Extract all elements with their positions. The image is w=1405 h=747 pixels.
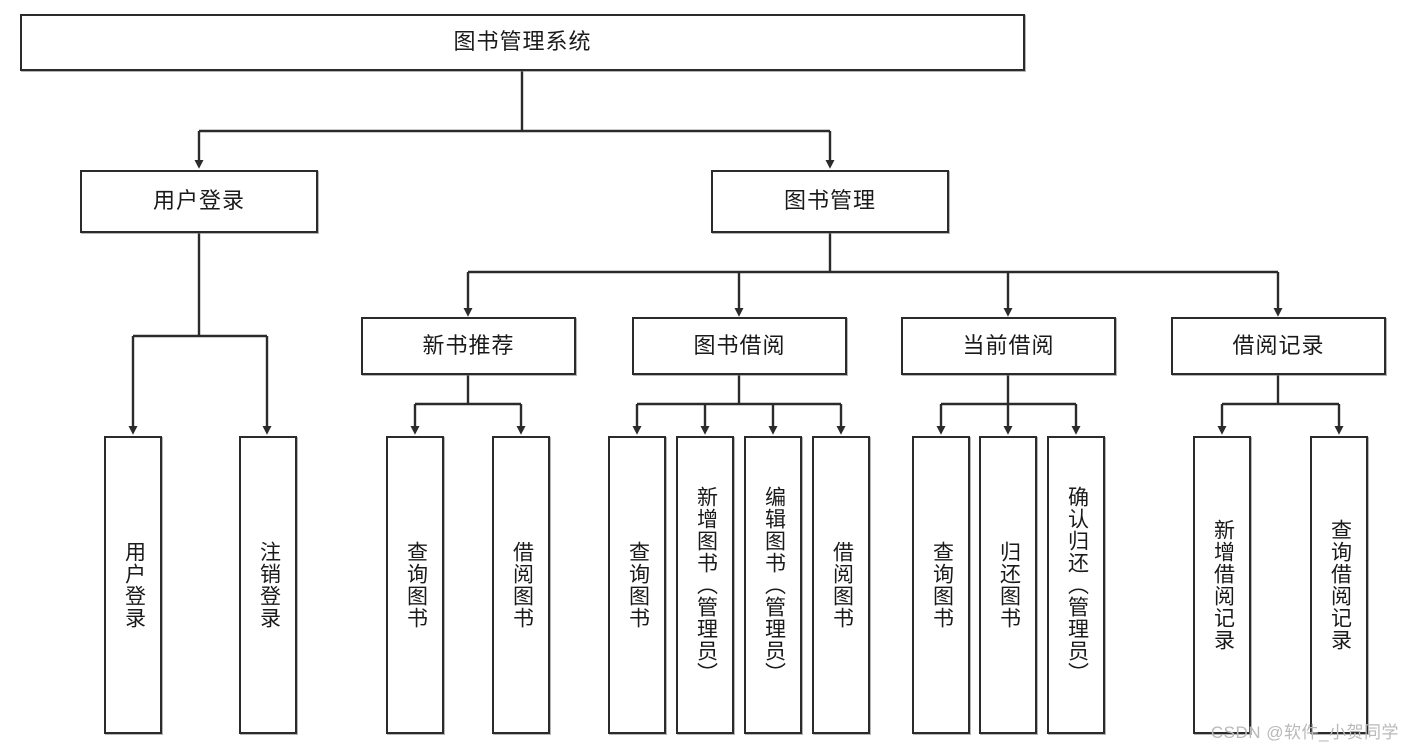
node-label: 图书管理系统 (453, 29, 592, 55)
node-new-book-recommend[interactable]: 新书推荐 (361, 317, 576, 375)
node-label: 编辑图书（管理员） (762, 486, 786, 684)
leaf-confirm-return-admin[interactable]: 确认归还（管理员） (1047, 436, 1105, 734)
leaf-logout-login[interactable]: 注销登录 (239, 436, 297, 734)
node-label: 当前借阅 (962, 332, 1055, 358)
node-root-book-management-system[interactable]: 图书管理系统 (20, 14, 1025, 71)
leaf-return-book[interactable]: 归还图书 (979, 436, 1037, 734)
leaf-borrow-book-recommend[interactable]: 借阅图书 (492, 436, 550, 734)
node-label: 借阅记录 (1232, 332, 1325, 358)
node-label: 归还图书 (997, 541, 1021, 629)
leaf-edit-book-admin[interactable]: 编辑图书（管理员） (744, 436, 802, 734)
leaf-query-book-recommend[interactable]: 查询图书 (386, 436, 444, 734)
leaf-query-borrow-record[interactable]: 查询借阅记录 (1310, 436, 1368, 734)
node-label: 查询图书 (626, 541, 650, 629)
leaf-user-login[interactable]: 用户登录 (104, 436, 162, 734)
csdn-watermark: CSDN @软件_小贺同学 (1210, 723, 1399, 742)
node-book-borrow[interactable]: 图书借阅 (632, 317, 847, 375)
node-book-management[interactable]: 图书管理 (711, 170, 949, 233)
node-label: 查询图书 (930, 541, 954, 629)
node-label: 用户登录 (122, 541, 146, 629)
node-label: 查询借阅记录 (1328, 519, 1352, 651)
node-label: 新增借阅记录 (1211, 519, 1235, 651)
node-label: 查询图书 (404, 541, 428, 629)
leaf-add-book-admin[interactable]: 新增图书（管理员） (676, 436, 734, 734)
node-borrow-record[interactable]: 借阅记录 (1171, 317, 1386, 375)
node-label: 借阅图书 (510, 541, 534, 629)
node-label: 图书借阅 (693, 332, 786, 358)
node-label: 确认归还（管理员） (1065, 486, 1089, 684)
node-label: 借阅图书 (830, 541, 854, 629)
leaf-add-borrow-record[interactable]: 新增借阅记录 (1193, 436, 1251, 734)
node-label: 新增图书（管理员） (694, 486, 718, 684)
node-current-borrow[interactable]: 当前借阅 (901, 317, 1116, 375)
node-user-login[interactable]: 用户登录 (80, 170, 318, 233)
node-label: 新书推荐 (422, 332, 515, 358)
leaf-query-book-borrow[interactable]: 查询图书 (608, 436, 666, 734)
leaf-query-book-current[interactable]: 查询图书 (912, 436, 970, 734)
leaf-borrow-book[interactable]: 借阅图书 (812, 436, 870, 734)
node-label: 图书管理 (783, 188, 876, 214)
node-label: 用户登录 (152, 188, 245, 214)
node-label: 注销登录 (257, 541, 281, 629)
